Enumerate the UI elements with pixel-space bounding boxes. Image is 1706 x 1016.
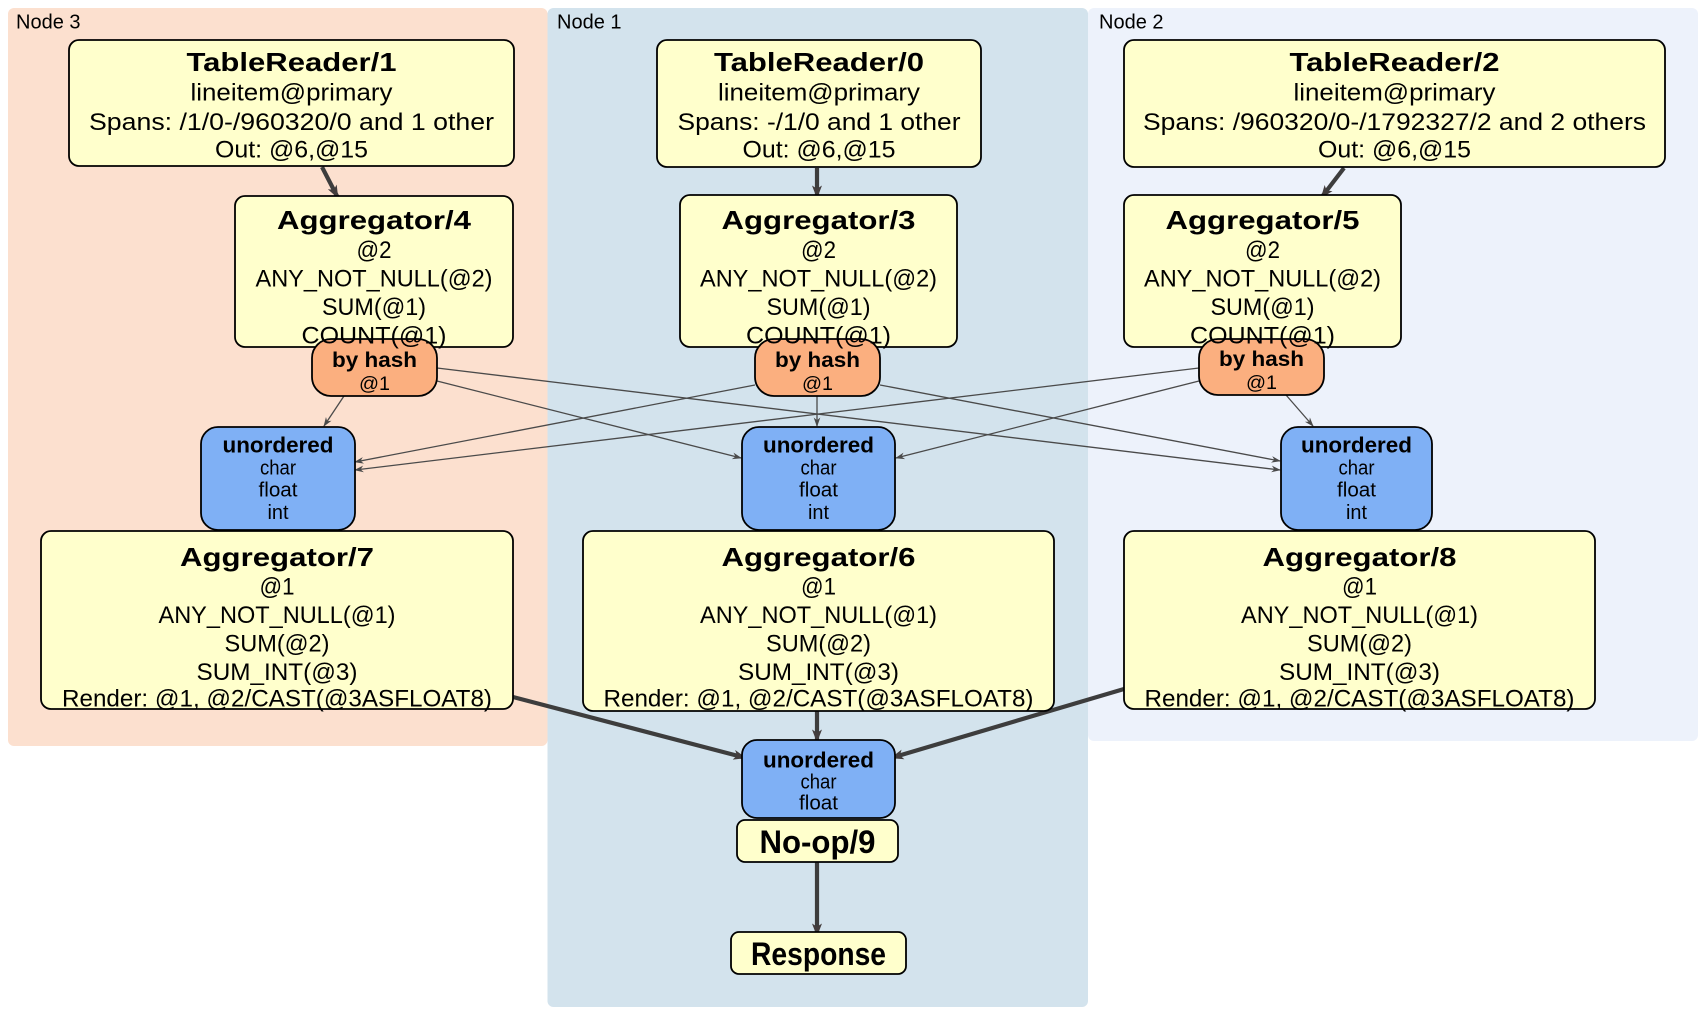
svg-text:char: char [801, 772, 837, 794]
svg-text:Aggregator/5: Aggregator/5 [1166, 205, 1360, 235]
svg-text:lineitem@primary: lineitem@primary [718, 80, 920, 107]
svg-text:Aggregator/7: Aggregator/7 [180, 542, 374, 572]
svg-text:int: int [808, 502, 829, 524]
svg-text:SUM(@2): SUM(@2) [766, 631, 871, 658]
svg-text:TableReader/2: TableReader/2 [1290, 47, 1500, 77]
svg-text:Node 3: Node 3 [16, 12, 81, 34]
svg-text:@1: @1 [359, 374, 390, 395]
svg-text:lineitem@primary: lineitem@primary [191, 80, 393, 107]
svg-text:char: char [260, 457, 296, 479]
svg-text:Render: @1, @2/CAST(@3ASFLOAT8: Render: @1, @2/CAST(@3ASFLOAT8) [1145, 686, 1575, 713]
svg-text:SUM(@2): SUM(@2) [1307, 631, 1412, 658]
svg-text:Aggregator/8: Aggregator/8 [1263, 542, 1457, 572]
svg-text:TableReader/1: TableReader/1 [187, 47, 397, 77]
svg-text:COUNT(@1): COUNT(@1) [302, 323, 447, 350]
svg-text:No-op/9: No-op/9 [760, 824, 876, 860]
svg-text:Render: @1, @2/CAST(@3ASFLOAT8: Render: @1, @2/CAST(@3ASFLOAT8) [62, 686, 492, 713]
svg-text:Aggregator/6: Aggregator/6 [722, 542, 916, 572]
svg-text:ANY_NOT_NULL(@2): ANY_NOT_NULL(@2) [256, 266, 493, 293]
svg-text:ANY_NOT_NULL(@2): ANY_NOT_NULL(@2) [1144, 266, 1381, 293]
svg-text:Out: @6,@15: Out: @6,@15 [743, 137, 896, 164]
svg-text:SUM(@1): SUM(@1) [1211, 294, 1315, 321]
svg-text:unordered: unordered [763, 748, 874, 773]
svg-text:Node 2: Node 2 [1099, 12, 1164, 34]
svg-text:float: float [259, 480, 298, 502]
svg-text:SUM_INT(@3): SUM_INT(@3) [197, 659, 358, 686]
svg-text:ANY_NOT_NULL(@1): ANY_NOT_NULL(@1) [1241, 602, 1478, 629]
svg-text:SUM_INT(@3): SUM_INT(@3) [738, 659, 899, 686]
svg-text:by hash: by hash [775, 349, 860, 372]
svg-text:ANY_NOT_NULL(@1): ANY_NOT_NULL(@1) [159, 602, 396, 629]
svg-text:Render: @1, @2/CAST(@3ASFLOAT8: Render: @1, @2/CAST(@3ASFLOAT8) [604, 686, 1034, 713]
svg-text:lineitem@primary: lineitem@primary [1294, 80, 1496, 107]
svg-text:COUNT(@1): COUNT(@1) [746, 323, 891, 350]
svg-text:@1: @1 [802, 374, 833, 395]
svg-text:@1: @1 [1342, 574, 1377, 601]
svg-text:SUM(@2): SUM(@2) [225, 631, 330, 658]
svg-text:by hash: by hash [332, 349, 417, 372]
svg-text:Aggregator/3: Aggregator/3 [722, 205, 916, 235]
svg-text:@1: @1 [1246, 373, 1277, 394]
svg-text:float: float [799, 480, 838, 502]
svg-text:Aggregator/4: Aggregator/4 [277, 205, 472, 235]
svg-text:@1: @1 [260, 574, 295, 601]
svg-text:unordered: unordered [1301, 433, 1412, 458]
svg-text:SUM(@1): SUM(@1) [322, 294, 426, 321]
svg-text:int: int [268, 502, 289, 524]
svg-text:Node 1: Node 1 [557, 12, 622, 34]
svg-text:SUM_INT(@3): SUM_INT(@3) [1279, 659, 1440, 686]
svg-text:Response: Response [751, 936, 886, 972]
svg-text:float: float [1337, 480, 1376, 502]
svg-text:@2: @2 [801, 237, 836, 264]
svg-text:Spans: -/1/0 and 1 other: Spans: -/1/0 and 1 other [678, 109, 961, 136]
svg-text:@2: @2 [357, 237, 392, 264]
svg-text:TableReader/0: TableReader/0 [714, 47, 924, 77]
svg-text:SUM(@1): SUM(@1) [767, 294, 871, 321]
svg-text:Out: @6,@15: Out: @6,@15 [1318, 137, 1471, 164]
svg-text:@2: @2 [1245, 237, 1280, 264]
svg-text:by hash: by hash [1219, 348, 1304, 371]
svg-text:@1: @1 [801, 574, 836, 601]
svg-text:ANY_NOT_NULL(@2): ANY_NOT_NULL(@2) [700, 266, 937, 293]
svg-text:Out: @6,@15: Out: @6,@15 [215, 137, 368, 164]
svg-text:ANY_NOT_NULL(@1): ANY_NOT_NULL(@1) [700, 602, 937, 629]
svg-text:float: float [799, 793, 838, 815]
svg-text:int: int [1346, 502, 1367, 524]
svg-text:unordered: unordered [223, 433, 334, 458]
svg-text:char: char [801, 457, 837, 479]
svg-text:unordered: unordered [763, 433, 874, 458]
svg-text:Spans: /960320/0-/1792327/2 an: Spans: /960320/0-/1792327/2 and 2 others [1143, 109, 1646, 136]
svg-text:Spans: /1/0-/960320/0 and 1 ot: Spans: /1/0-/960320/0 and 1 other [89, 109, 494, 136]
svg-text:COUNT(@1): COUNT(@1) [1190, 323, 1335, 350]
svg-text:char: char [1339, 457, 1375, 479]
